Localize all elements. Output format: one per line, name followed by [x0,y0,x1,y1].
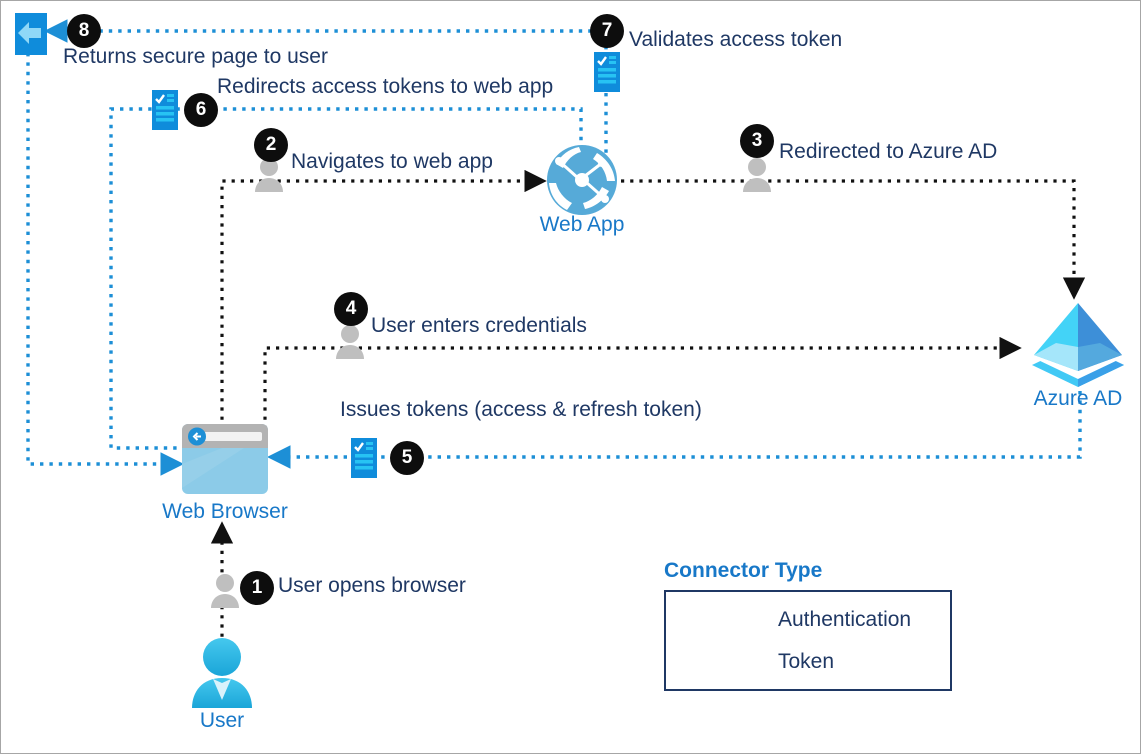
step-label-2: Navigates to web app [291,150,493,173]
step-label-5: Issues tokens (access & refresh token) [340,398,702,421]
connector-step-3 [621,179,1086,300]
step-badge-5: 5 [390,441,424,475]
step-badge-4: 4 [334,292,368,326]
step-label-4: User enters credentials [371,314,587,337]
token-document-icon [152,90,178,130]
step-label-3: Redirected to Azure AD [779,140,998,163]
step-badge-2: 2 [254,128,288,162]
user-person-icon [188,638,256,710]
step-label-6: Redirects access tokens to web app [217,75,554,98]
return-arrow-icon [15,13,47,55]
person-icon [254,158,284,192]
node-label-web-app: Web App [539,213,625,236]
person-icon [742,158,772,192]
legend-box [664,590,952,691]
node-label-web-browser: Web Browser [162,500,288,523]
step-badge-6: 6 [184,93,218,127]
step-badge-1: 1 [240,571,274,605]
person-icon [335,325,365,359]
token-document-icon [594,52,620,92]
node-label-user: User [199,709,245,732]
legend-title: Connector Type [664,559,823,582]
step-badge-8: 8 [67,14,101,48]
node-label-azure-ad: Azure AD [1033,387,1123,410]
person-icon [210,574,240,608]
legend-entry-token: Token [778,650,835,673]
step-label-1: User opens browser [278,574,466,597]
step-badge-7: 7 [590,14,624,48]
legend-entry-authentication: Authentication [778,608,912,631]
azure-ad-pyramid-icon [1028,299,1128,391]
step-badge-3: 3 [740,124,774,158]
token-document-icon [351,438,377,478]
step-label-8: Returns secure page to user [63,45,328,68]
step-label-7: Validates access token [629,28,843,51]
globe-web-app-icon [545,143,619,217]
web-browser-icon [182,424,268,494]
